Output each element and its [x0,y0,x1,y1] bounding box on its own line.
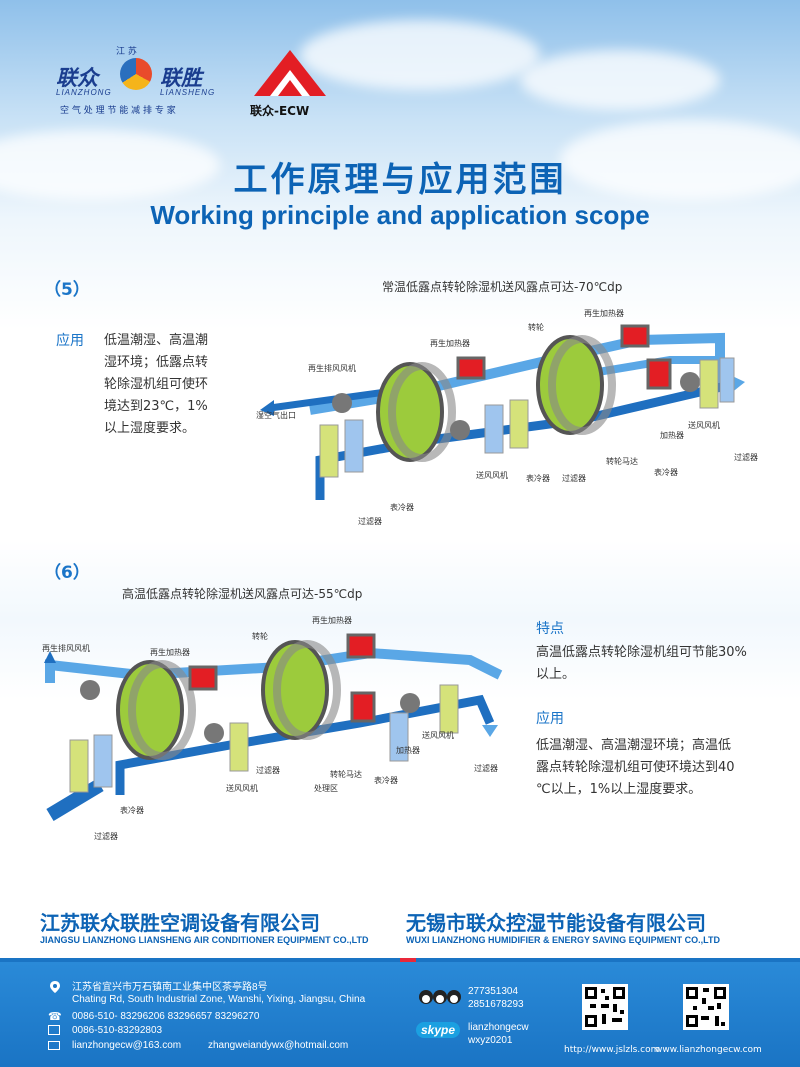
diag5-rotor-motor: 转轮马达 [606,457,638,466]
cloud [300,20,540,90]
diag5-wet-outlet: 湿空气出口 [256,411,296,420]
text-line: 湿环境；低露点转 [104,355,209,370]
diag6-heater: 加热器 [396,746,420,755]
diag5-supply-fan-r: 送风风机 [688,421,720,430]
footer: 江苏省宜兴市万石镇南工业集中区茶亭路8号 Chating Rd, South I… [0,962,800,1067]
diag6-regen-heater: 再生加热器 [150,648,190,657]
email-icon [48,1041,60,1050]
company-left-en: JIANGSU LIANZHONG LIANSHENG AIR CONDITIO… [40,935,369,945]
email-1[interactable]: lianzhongecw@163.com [72,1040,182,1051]
text-line: 高温低露点转轮除湿机组可节能30% [536,645,747,660]
diag5-cooler: 表冷器 [526,474,550,483]
logo-small-text: 江 苏 [116,47,137,57]
dehumidifier-diagram-5 [260,324,745,540]
diag6-supply-fan: 送风风机 [226,784,258,793]
url-1[interactable]: http://www.jslzls.com [564,1045,660,1055]
fax: 0086-510-83292803 [72,1025,163,1036]
text-line: 以上。 [536,667,576,682]
section5-number: （5） [44,280,90,300]
qq-icon [418,988,464,1006]
diag6-regen-fan: 再生排风风机 [42,644,90,653]
cloud [560,120,800,200]
skype-id-2: wxyz0201 [468,1035,513,1046]
phone-icon: ☎ [48,1010,62,1023]
text-line: 轮除湿机组可使环 [104,377,209,392]
url-2[interactable]: www.lianzhongecw.com [655,1045,762,1055]
diag6-supply-fan-r: 送风风机 [422,731,454,740]
diag5-cooler-r: 表冷器 [654,468,678,477]
diag5-heater: 加热器 [660,431,684,440]
section6-number: （6） [44,563,90,583]
footer-stripe [0,958,800,964]
phone: 0086-510- 83296206 83296657 83296270 [72,1011,260,1022]
section5-diagram: 再生加热器 转轮 再生加热器 再生排风风机 湿空气出口 加热器 送风风机 过滤器… [250,300,770,540]
company-right-cn: 无锡市联众控湿节能设备有限公司 [406,911,706,935]
address-cn: 江苏省宜兴市万石镇南工业集中区茶亭路8号 [72,982,268,993]
cloud [0,130,220,200]
diag6-rotor: 转轮 [252,632,268,641]
ecw-logo: 联众-ECW [250,46,330,118]
text-line: 境达到23℃，1% [104,399,208,414]
logo-en-left: LIANZHONG [56,88,112,97]
diag6-process-zone: 处理区 [314,784,338,793]
diag6-filter-m: 过滤器 [256,766,280,775]
diag6-cooler-r: 表冷器 [374,776,398,785]
text-line: ℃以上，1%以上湿度要求。 [536,782,702,797]
page-title-en: Working principle and application scope [150,200,650,230]
skype-icon: skype [416,1022,461,1038]
qq-number-1: 277351304 [468,986,519,997]
section6-caption: 高温低露点转轮除湿机送风露点可达-55℃dp [122,587,363,601]
diag5-regen-heater: 再生加热器 [430,339,470,348]
section6-app-label: 应用 [536,711,564,727]
diag5-filter-m: 过滤器 [562,474,586,483]
company-right-en: WUXI LIANZHONG HUMIDIFIER & ENERGY SAVIN… [406,935,721,945]
diag5-cooler-l: 表冷器 [390,503,414,512]
text-line: 露点转轮除湿机组可使环境达到40 [536,760,735,775]
diag5-filter-l: 过滤器 [358,517,382,526]
logo-en-right: LIANSHENG [160,88,216,97]
section5-caption: 常温低露点转轮除湿机送风露点可达-70℃dp [382,280,623,294]
section6-diagram: 再生加热器 转轮 再生排风风机 再生加热器 送风风机 加热器 过滤器 过滤器 送… [30,605,520,845]
text-line: 以上湿度要求。 [104,421,196,436]
dehumidifier-diagram-6 [44,633,503,822]
skype-id-1: lianzhongecw [468,1022,529,1033]
text-line: 低温潮湿、高温潮 [104,333,209,348]
qr-code-icon [582,984,628,1030]
diag5-rotor: 转轮 [528,323,544,332]
diag6-regen-heater-top: 再生加热器 [312,616,352,625]
diag5-supply-fan: 送风风机 [476,471,508,480]
section6-feature-label: 特点 [536,621,564,637]
ecw-mark-icon [254,50,326,96]
address-en: Chating Rd, South Industrial Zone, Wansh… [72,994,366,1005]
ecw-logo-text: 联众-ECW [250,104,310,118]
diag5-regen-fan: 再生排风风机 [308,364,356,373]
section6-feature-text: 高温低露点转轮除湿机组可节能30% 以上。 [536,642,786,686]
text-line: 低温潮湿、高温潮湿环境；高温低 [536,738,732,753]
section6-app-text: 低温潮湿、高温潮湿环境；高温低 露点转轮除湿机组可使环境达到40 ℃以上，1%以… [536,735,786,801]
cloud [520,50,720,110]
pinwheel-icon [120,58,152,90]
diag6-filter-l: 过滤器 [94,832,118,841]
section5-app-label: 应用 [56,333,84,349]
logo-slogan: 空 气 处 理 节 能 减 排 专 家 [60,106,176,116]
qq-number-2: 2851678293 [468,999,524,1010]
diag6-rotor-motor: 转轮马达 [330,770,362,779]
diag5-filter-r: 过滤器 [734,453,758,462]
diag6-cooler: 表冷器 [120,806,144,815]
email-2[interactable]: zhangweiandywx@hotmail.com [208,1040,349,1051]
diag6-filter-r: 过滤器 [474,764,498,773]
fax-icon [48,1025,60,1035]
logo-cn-left: 联众 [56,65,98,90]
qr-code-icon [683,984,729,1030]
diag5-regen-heater-top: 再生加热器 [584,309,624,318]
location-icon [50,978,60,993]
logo-cn-right: 联胜 [160,65,202,90]
section5-text: 低温潮湿、高温潮 湿环境；低露点转 轮除湿机组可使环 境达到23℃，1% 以上湿… [104,330,254,440]
company-left-cn: 江苏联众联胜空调设备有限公司 [40,911,320,935]
page-title-cn: 工作原理与应用范围 [233,160,567,200]
